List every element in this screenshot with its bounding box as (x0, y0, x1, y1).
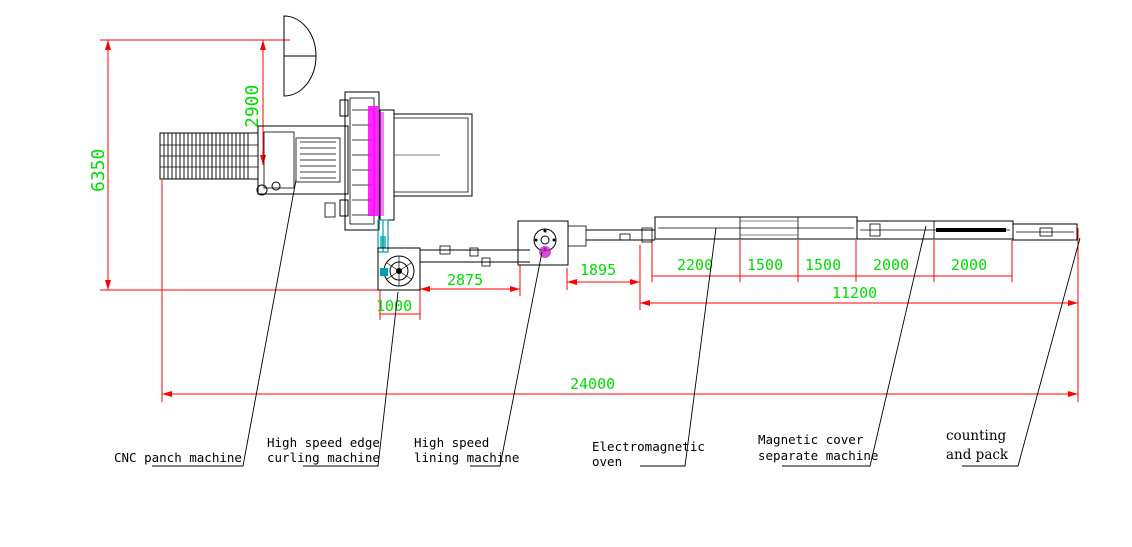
label-edge-curling-line-2: curling machine (267, 450, 380, 465)
lining-to-oven-conveyor (586, 227, 655, 243)
cyan-conveyor-shape (377, 219, 389, 253)
label-cover-separate-line-2: separate machine (758, 448, 878, 463)
dim-oven-seg-1: 2200 (677, 256, 713, 274)
dim-2875: 2875 (447, 271, 483, 289)
electromagnetic-oven-shape (654, 216, 858, 240)
dim-1895: 1895 (580, 261, 616, 279)
label-cover-separate-line-1: Magnetic cover (758, 432, 864, 447)
label-oven-line-2: oven (592, 454, 622, 469)
dim-24000: 24000 (570, 375, 615, 393)
top-dome-outline (283, 15, 317, 97)
dim-6350: 6350 (88, 149, 109, 192)
dim-oven-seg-3: 1500 (805, 256, 841, 274)
label-lining-line-1: High speed (414, 435, 489, 450)
curling-to-lining-conveyor (420, 245, 530, 267)
counting-and-pack-shape (1012, 223, 1078, 241)
dim-2900: 2900 (242, 85, 263, 128)
dim-11200: 11200 (832, 284, 877, 302)
dim-1000: 1000 (376, 297, 412, 315)
cnc-punch-machine-shape (159, 125, 349, 218)
label-edge-curling-line-1: High speed edge (267, 435, 380, 450)
dimension-lines (100, 39, 1079, 402)
cover-separate-machine-shape (856, 220, 1014, 240)
label-counting-line-1: counting (946, 428, 1007, 444)
dim-oven-seg-2: 1500 (747, 256, 783, 274)
dim-oven-seg-5: 2000 (951, 256, 987, 274)
dimension-labels: 6350 2900 1000 2875 1895 2200 1500 1500 … (88, 85, 987, 393)
machine-labels: CNC panch machine High speed edge curlin… (114, 428, 1009, 469)
label-cnc-line-1: CNC panch machine (114, 450, 242, 465)
label-oven-line-1: Electromagnetic (592, 439, 705, 454)
label-counting-line-2: and pack (946, 447, 1009, 463)
label-lining-line-2: lining machine (414, 450, 519, 465)
dim-oven-seg-4: 2000 (873, 256, 909, 274)
lining-machine-shape (517, 220, 587, 266)
feeder-frame-shape (339, 91, 473, 231)
leader-lines (152, 179, 1081, 467)
edge-curling-machine-shape (377, 247, 421, 291)
